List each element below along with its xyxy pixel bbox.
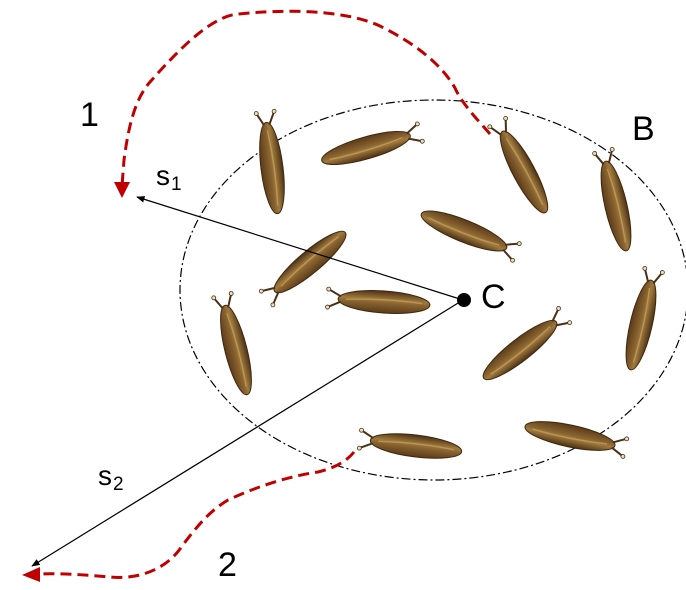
distance-s1-label: s1 [156,160,182,195]
center-c-label: C [481,278,506,316]
slug [210,290,259,399]
path-2-label: 2 [218,546,237,584]
slug [317,120,426,173]
slug [521,414,631,460]
path-1-label: 1 [80,96,99,134]
slug [416,202,523,264]
distance-s2-subscript: 2 [113,474,124,495]
slug [324,285,432,318]
trajectory-path-1 [120,9,492,187]
distance-s1-base: s [156,160,170,191]
slug [486,114,557,219]
slug [591,146,639,255]
trajectory-path-2 [37,451,356,579]
slug [253,108,290,216]
distance-s2-base: s [98,460,112,491]
trajectory-arrowhead-1 [114,182,130,198]
region-b-boundary [179,99,686,481]
region-b-label: B [632,110,655,148]
slug [475,304,574,388]
center-point [457,293,471,307]
distance-s2-label: s2 [98,460,124,495]
slug [356,427,464,464]
distance-vector-s2 [31,299,464,567]
distance-s1-subscript: 1 [171,174,182,195]
slug [618,265,666,374]
distance-vector-s1 [136,196,464,301]
trajectory-arrowhead-2 [22,567,40,582]
